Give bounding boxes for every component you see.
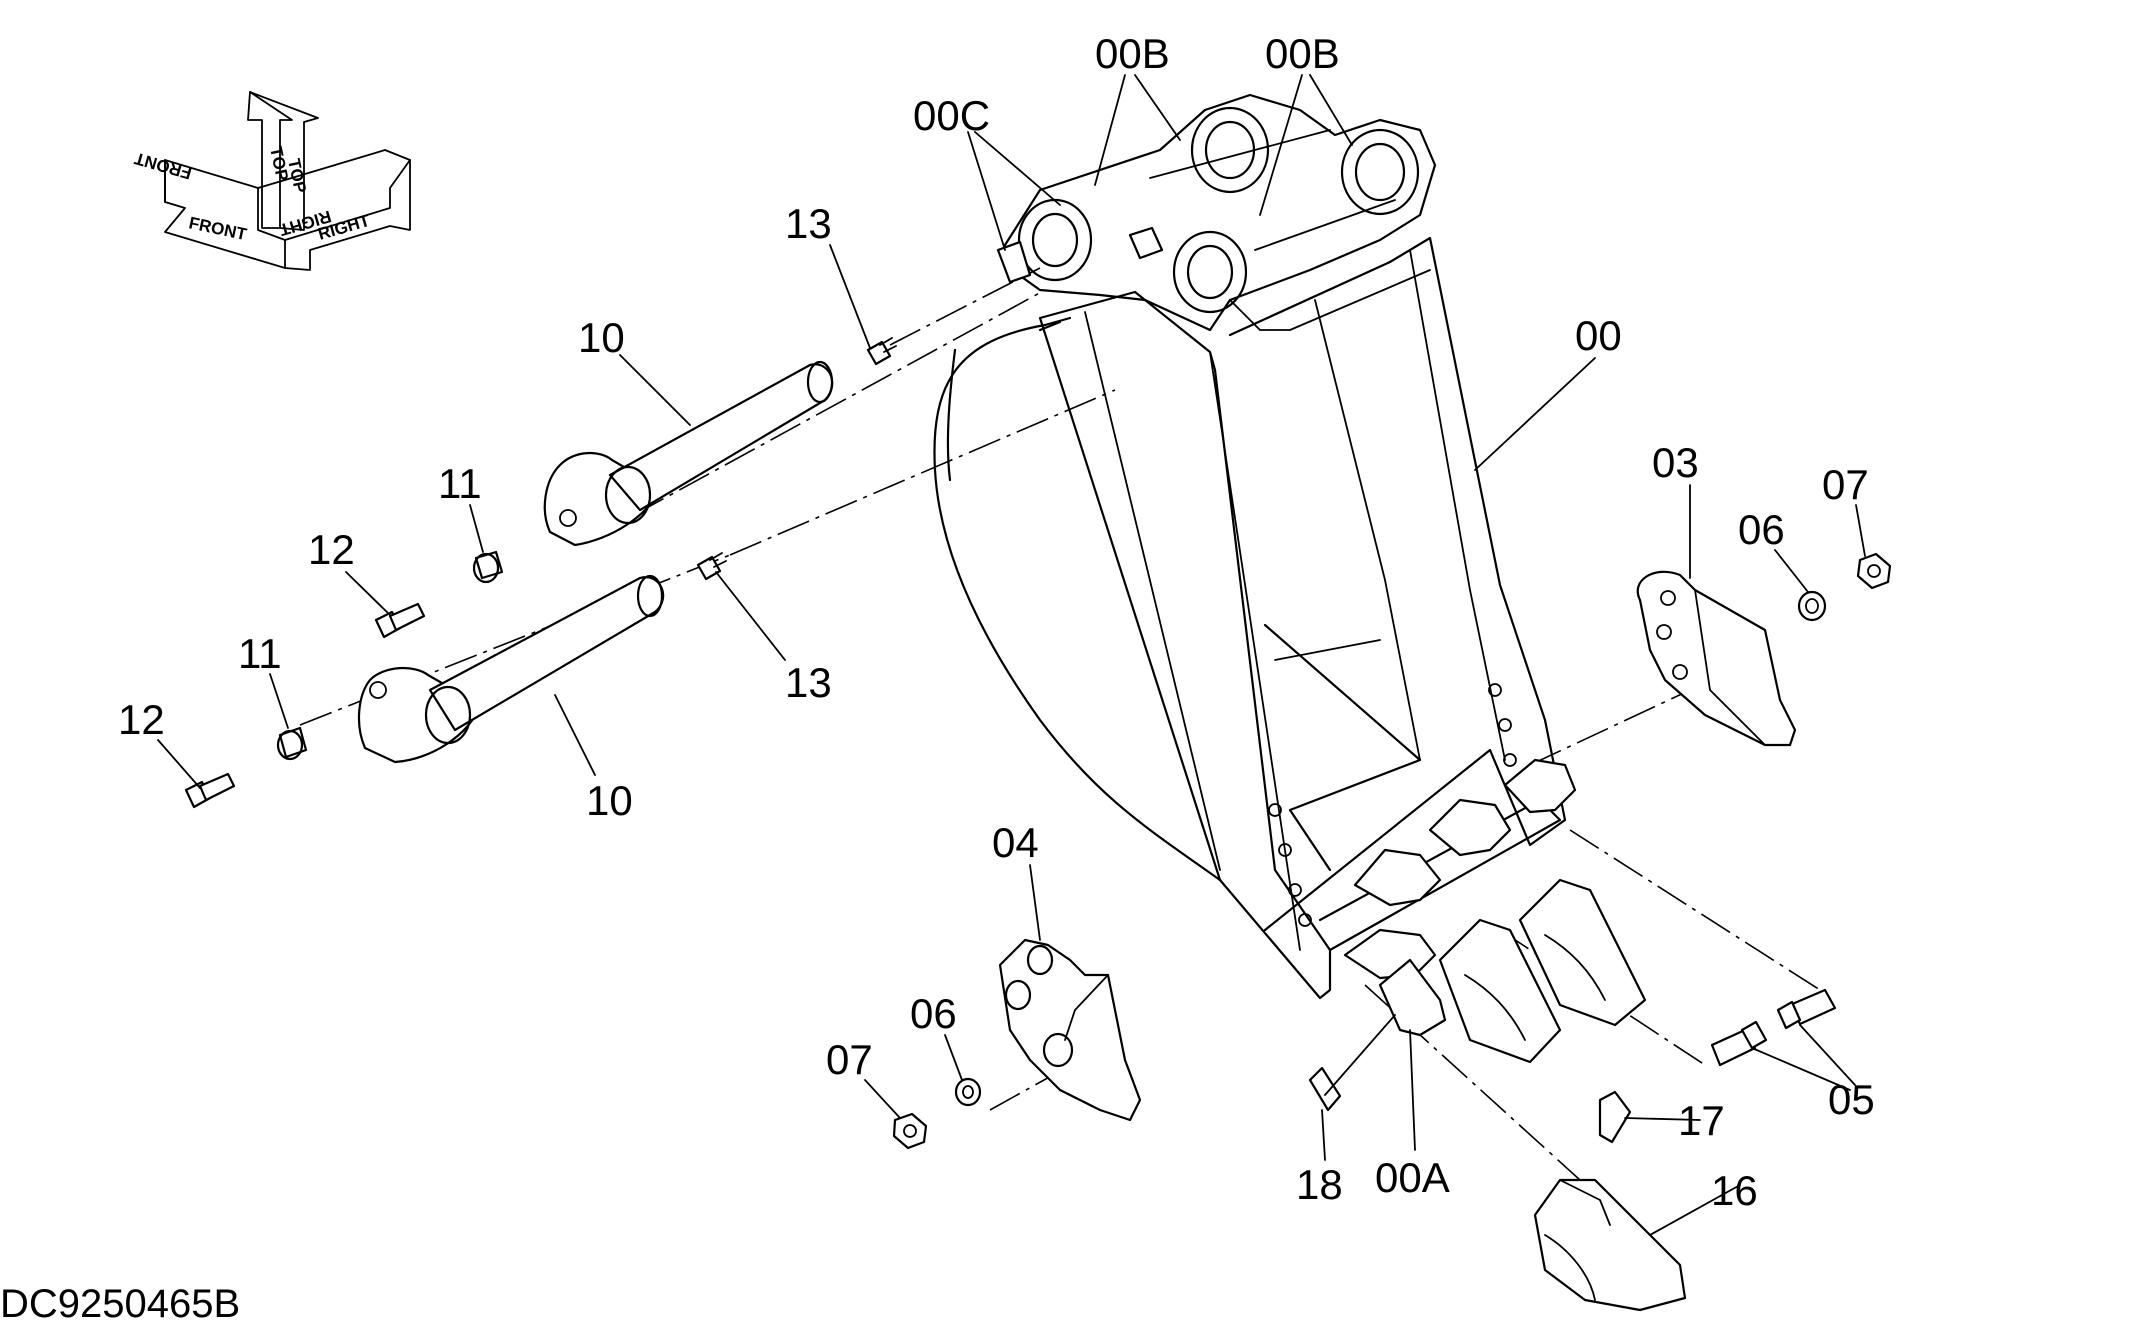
drawing-id: DC9250465B (0, 1282, 241, 1326)
side-cutter-04 (998, 938, 1142, 1122)
callout-04: 04 (992, 819, 1039, 866)
callout-18: 18 (1296, 1161, 1343, 1208)
callout-16: 16 (1711, 1167, 1758, 1214)
callout-11-lower: 11 (238, 630, 282, 677)
leader-lines (157, 74, 1866, 1236)
washer-11-upper (472, 550, 504, 584)
pin-10-upper (543, 360, 834, 547)
callout-10-lower: 10 (586, 777, 633, 824)
washer-11-lower (276, 726, 308, 761)
nut-07-right (1856, 552, 1892, 590)
bolts-05 (1710, 988, 1837, 1067)
bucket-body (933, 93, 1647, 1064)
callout-06-right: 06 (1738, 506, 1785, 553)
nut-07-left (892, 1112, 928, 1150)
callout-00a: 00A (1375, 1154, 1450, 1201)
callout-12-lower: 12 (118, 696, 165, 743)
callout-05: 05 (1828, 1076, 1875, 1123)
orientation-indicator: FRONT FRONT TOP TOP RIGHT RIGHT (132, 91, 411, 271)
callout-17: 17 (1678, 1097, 1725, 1144)
lock-17 (1598, 1090, 1632, 1144)
callout-03: 03 (1652, 439, 1699, 486)
callout-00: 00 (1575, 312, 1622, 359)
orient-top-label-mirror: TOP (284, 157, 310, 195)
callout-07-right: 07 (1822, 461, 1869, 508)
callout-13-upper: 13 (785, 200, 832, 247)
callout-12-upper: 12 (308, 526, 355, 573)
grease-nipple-13-lower (696, 552, 727, 581)
callout-13-lower: 13 (785, 659, 832, 706)
callout-00b-left: 00B (1095, 30, 1170, 77)
callout-06-left: 06 (910, 990, 957, 1037)
callout-00c: 00C (913, 92, 990, 139)
pin-10-lower (357, 574, 665, 764)
bolt-12-upper (374, 602, 426, 639)
washer-06-right (1797, 590, 1827, 622)
side-cutter-03 (1636, 570, 1797, 747)
callout-11-upper: 11 (438, 460, 482, 507)
tooth-16 (1533, 1178, 1687, 1312)
callout-00b-right: 00B (1265, 30, 1340, 77)
orient-front-label: FRONT (187, 213, 249, 244)
callout-07-left: 07 (826, 1036, 873, 1083)
orient-front-label-mirror: FRONT (132, 148, 194, 183)
callout-10-upper: 10 (578, 314, 625, 361)
washer-06-left (954, 1077, 982, 1107)
grease-nipple-13-upper (866, 337, 897, 366)
pin-18 (1308, 1066, 1342, 1112)
callout-labels: 00B 00B 00C 13 10 00 03 07 11 06 12 11 1… (118, 30, 1875, 1214)
